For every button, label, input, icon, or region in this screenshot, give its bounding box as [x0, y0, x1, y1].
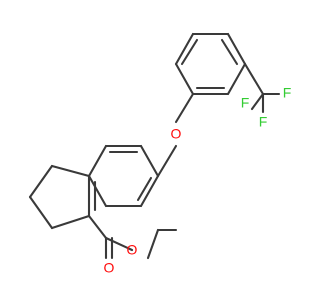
ring-oxygen-label: O: [127, 242, 138, 258]
carbonyl-oxygen-label: O: [104, 260, 115, 276]
bond: [136, 176, 153, 202]
bond: [87, 174, 108, 208]
bond: [87, 144, 108, 178]
bond: [243, 62, 265, 96]
bond: [174, 92, 195, 124]
bond: [50, 214, 91, 230]
bond: [180, 38, 199, 66]
bond: [226, 62, 247, 96]
bond: [220, 38, 239, 66]
ether-oxygen-label: O: [171, 126, 182, 142]
fluorine-right-label: F: [283, 85, 292, 101]
bond: [104, 236, 134, 252]
bond: [50, 164, 91, 178]
structure-canvas: O O O F F F: [28, 32, 292, 276]
bond: [146, 228, 160, 260]
molecule-structure: O O O F F F: [28, 32, 292, 276]
bond: [28, 164, 54, 199]
bond: [87, 214, 108, 240]
bond: [156, 144, 178, 178]
bond: [139, 144, 160, 178]
bond: [174, 62, 195, 96]
fluorine-bottom-label: F: [259, 114, 268, 130]
bond: [226, 32, 247, 66]
fluorine-top-label: F: [241, 95, 250, 111]
bond: [174, 32, 195, 66]
bond: [139, 174, 160, 208]
bond: [250, 92, 265, 111]
bond: [28, 195, 54, 230]
bond-lines: [28, 32, 281, 260]
